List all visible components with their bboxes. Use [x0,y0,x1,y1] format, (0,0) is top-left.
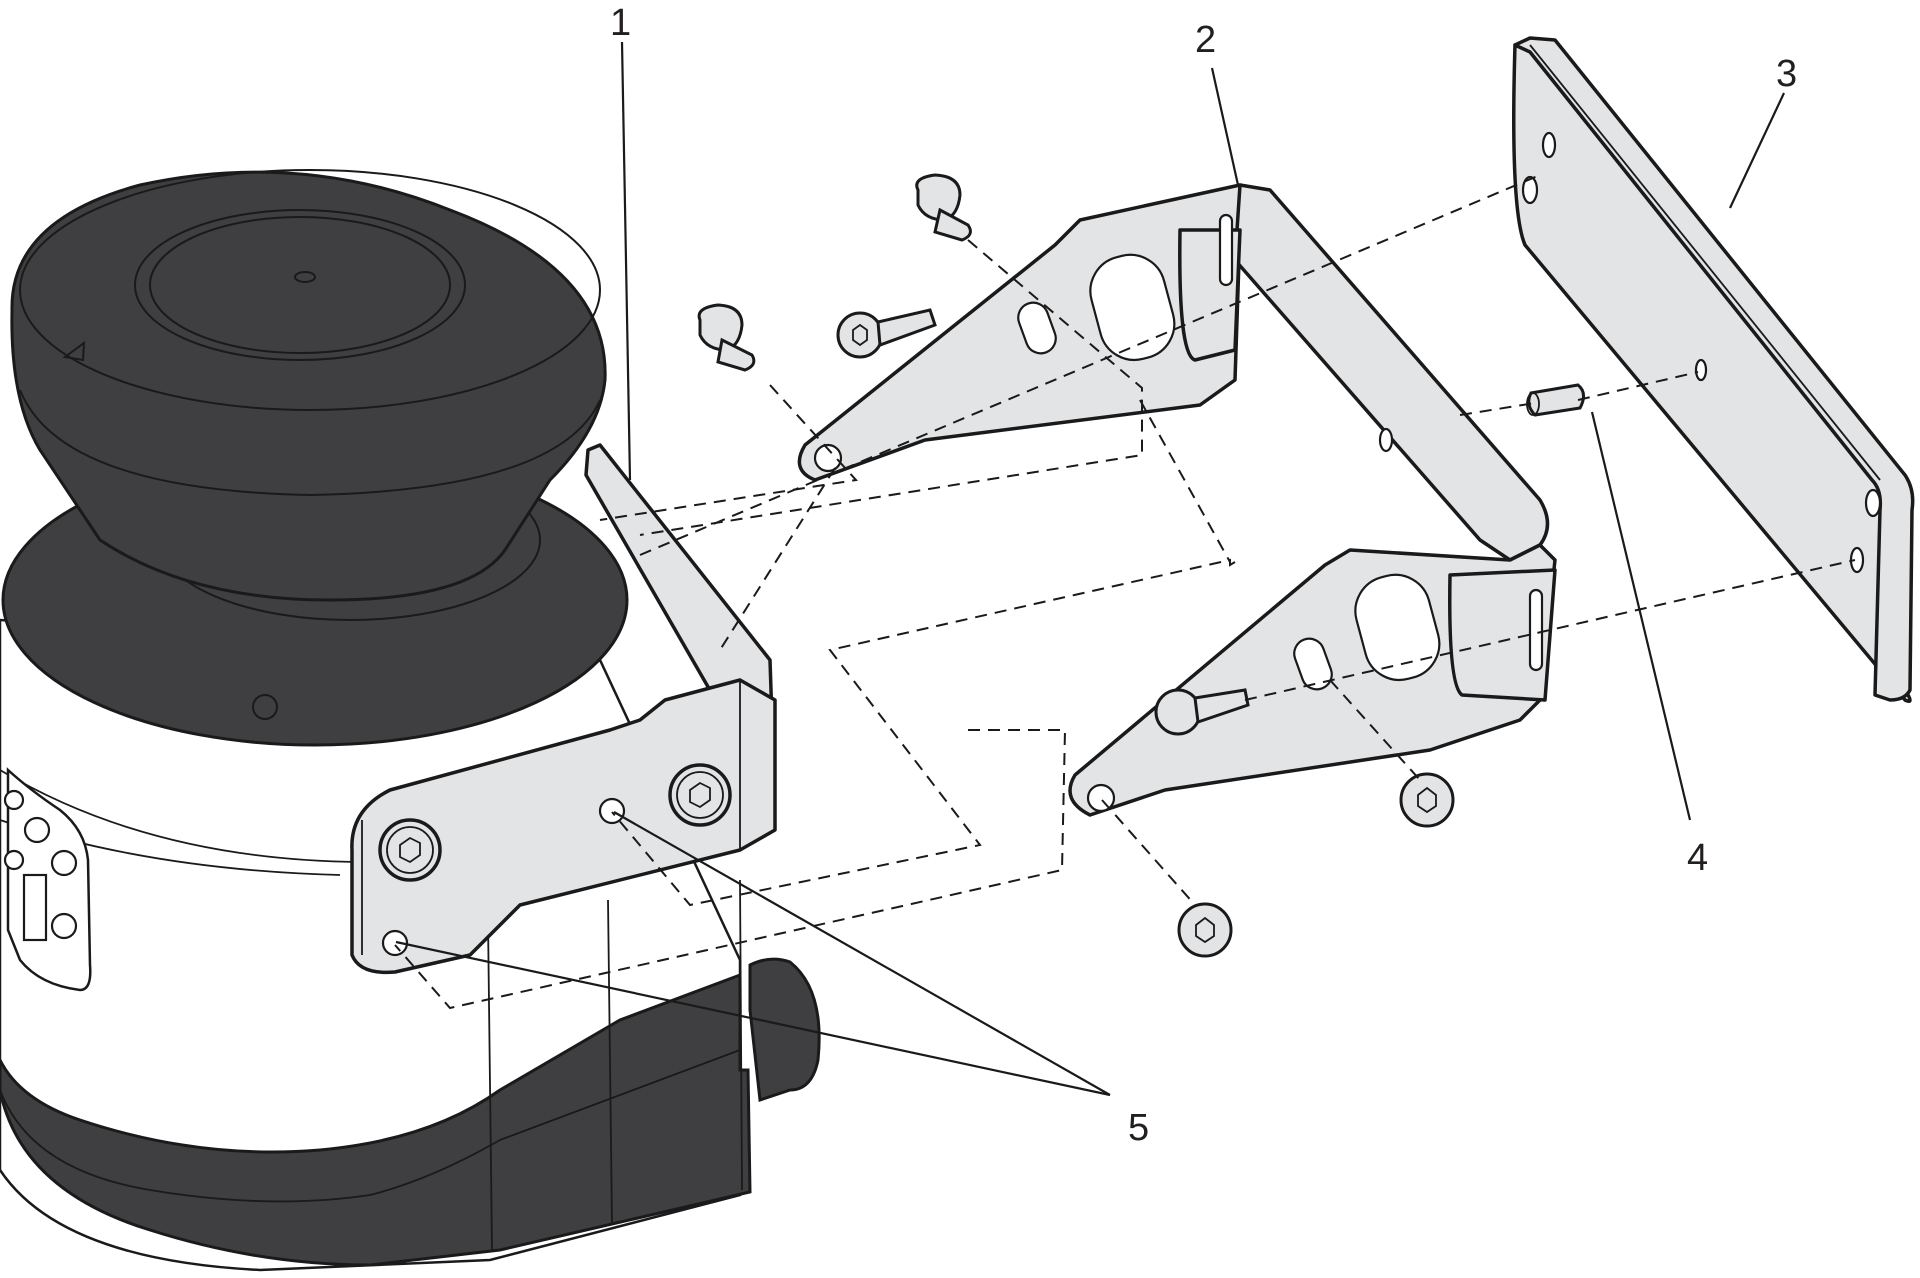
warning-triangle-icon [23,816,51,844]
hex-socket-bolt [378,818,442,882]
callout-2-label: 2 [1195,19,1216,61]
plate-hole [1694,358,1708,382]
hex-socket-icon [1417,786,1437,814]
plate-edge-line [1529,44,1881,481]
screw-shank [933,207,972,242]
shoulder-screw [915,173,972,242]
bracket-cutout [1089,253,1176,362]
plate-hole [1864,488,1882,518]
alignment-hole [598,797,626,825]
vertical-slot [1218,213,1234,287]
assembly-path [599,384,858,521]
hex-socket-bolt [668,763,732,827]
socket-head-screw [1177,902,1233,958]
screw-head [915,173,962,222]
screw-head [697,303,744,352]
callout-3-leader [1729,92,1785,209]
screw-shank [716,337,756,372]
pivot-hole [813,443,843,473]
callout-2-leader [1210,67,1240,186]
hood-window-outer [134,209,466,361]
shoulder-screw [697,303,756,372]
plate-hole [1521,175,1539,205]
callout-5-label: 5 [1128,1107,1149,1149]
body-seam-line [739,879,743,1191]
pin-hole [1378,427,1394,453]
adjustment-slot [1293,637,1333,691]
hood-top [19,169,601,411]
assembly-path [719,467,836,651]
scanner-base [0,972,752,1267]
screw-head [1177,902,1233,958]
plate-face [1512,38,1912,703]
optics-hood [10,170,607,602]
screw-shank [876,308,937,348]
plate-edge [1513,36,1915,702]
bracket-2-spine [1233,183,1550,562]
callout-4-label: 4 [1687,837,1708,879]
bracket-1-plate [350,678,777,975]
screws [697,173,1455,958]
alignment-hole [381,929,409,957]
callout-1-label: 1 [610,2,631,44]
socket-head-screw [836,308,937,359]
hex-socket-bolt-head [386,826,434,874]
screw-head [1154,688,1202,736]
assembly-path [1577,371,1699,401]
callout-4-leader [1590,411,1692,821]
flange-screw [252,694,278,720]
socket-head-screw [1154,688,1250,736]
hex-socket-bolt-head [676,771,724,819]
screw-head [1399,772,1455,828]
assembly-path [394,729,1067,1010]
display-window [22,873,48,942]
body-band-line [0,769,361,863]
assembly-path [1459,402,1536,416]
base-edge-line [0,1049,741,1203]
screw-shank [1193,688,1250,725]
hood-rim-line [19,389,601,497]
pivot-hole [1086,783,1116,813]
assembly-path [611,558,1236,907]
error-icon [50,912,78,940]
bracket-cutout [1354,573,1441,682]
assembly-path [1139,399,1231,563]
part-3-mounting-plate [1512,36,1915,703]
hex-socket-icon [399,836,421,864]
body-seam-line [607,899,613,1226]
callouts: 1 2 3 4 5 [395,2,1797,1149]
dowel-pin [1527,383,1585,417]
assembly-lines [394,174,1856,1010]
hex-socket-icon [852,323,868,347]
led-indicator-icon [3,849,25,871]
assembly-path [639,239,1143,536]
vertical-slot [1528,588,1544,672]
assembly-path [639,174,1541,556]
callout-3-label: 3 [1776,53,1797,95]
callout-5-leader [613,811,1111,1096]
checkmark-icon [50,849,78,877]
assembly-path [1101,799,1196,906]
callout-5-leader [395,940,1111,1097]
body-seam-line [487,919,493,1251]
part-1-scanner-bracket [350,443,777,975]
part-4-dowel-pin [1526,383,1585,417]
assembly-path [1244,559,1856,701]
adjustment-slot [1017,301,1057,355]
hood-window-inner [149,216,451,354]
screw-head [836,311,884,359]
connector-plug [748,957,821,1103]
hex-socket-icon [1195,916,1215,944]
orientation-arrow-icon [62,340,86,362]
hood-center-mark [294,271,316,283]
callout-1-leader [620,41,632,481]
plate-hole [1541,131,1557,159]
led-indicator-icon [3,789,25,811]
bracket-2-flange [1448,568,1557,702]
assembly-path [1329,679,1421,781]
socket-head-screw [1399,772,1455,828]
hex-socket-icon [689,781,711,809]
